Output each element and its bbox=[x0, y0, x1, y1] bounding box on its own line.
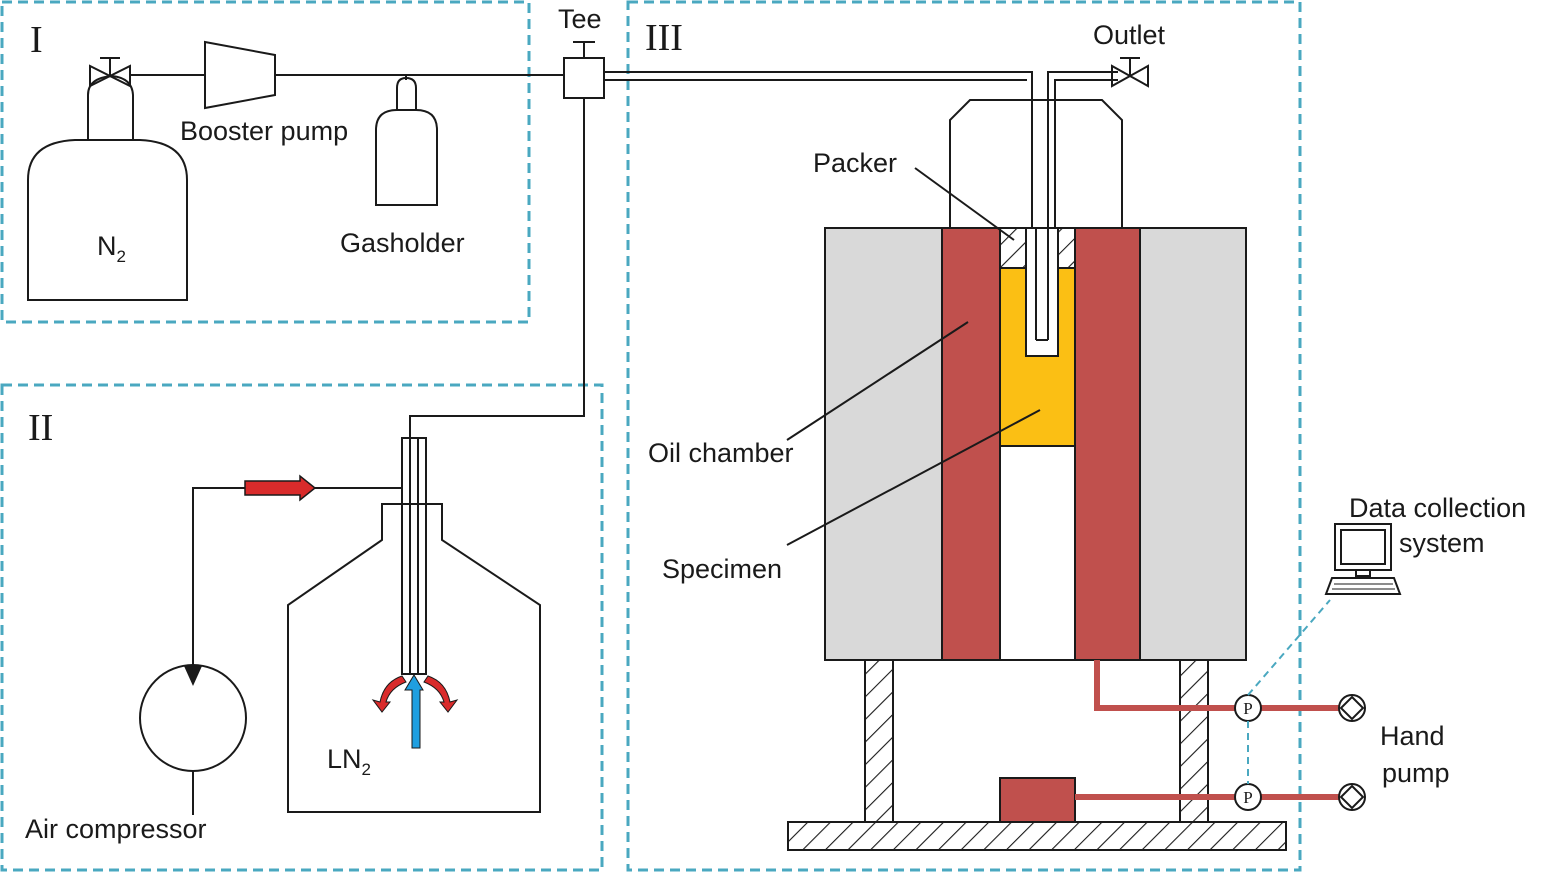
tee-label: Tee bbox=[558, 4, 602, 34]
gas-line-outer bbox=[604, 71, 1033, 248]
pressure-gauge-lower: P bbox=[1234, 783, 1262, 811]
section-ii-label: II bbox=[28, 407, 53, 449]
ln2-dewar bbox=[287, 503, 541, 813]
data-collection-label-line1: Data collection bbox=[1349, 493, 1526, 523]
outlet-line bbox=[1047, 71, 1118, 248]
section-iii-border bbox=[626, 0, 1302, 872]
outlet-label: Outlet bbox=[1093, 20, 1166, 50]
hand-pump-label-line2: pump bbox=[1382, 758, 1450, 788]
borehole bbox=[1025, 227, 1059, 357]
data-link-upper bbox=[1247, 599, 1331, 696]
oil-chamber-left bbox=[941, 227, 1001, 661]
pressure-gauge-upper: P bbox=[1234, 694, 1262, 722]
booster-pump-label: Booster pump bbox=[180, 116, 348, 146]
ln2-label: LN2 bbox=[327, 744, 371, 779]
gasholder-label: Gasholder bbox=[340, 228, 465, 258]
section-i-label: I bbox=[30, 19, 43, 61]
air-line bbox=[192, 487, 402, 666]
oil-chamber-right bbox=[1074, 227, 1141, 661]
steel-frame-left bbox=[824, 227, 943, 661]
oil-chamber-leader-line bbox=[786, 321, 969, 441]
cold-flow-arrow bbox=[404, 674, 424, 749]
hand-pump-lower-icon bbox=[1338, 783, 1366, 811]
data-collection-label-line2: system bbox=[1399, 528, 1485, 558]
pressure-gauge-upper-label: P bbox=[1243, 699, 1252, 718]
outlet-line-inner bbox=[1054, 79, 1118, 248]
gasholder-icon bbox=[375, 75, 438, 206]
air-compressor-label: Air compressor bbox=[25, 814, 207, 844]
booster-pump-icon bbox=[204, 40, 276, 110]
packer-label: Packer bbox=[813, 148, 897, 178]
base-plate bbox=[787, 821, 1287, 851]
n2-valve-icon bbox=[89, 57, 131, 88]
section-i-border bbox=[0, 0, 531, 324]
oil-line-upper bbox=[1094, 660, 1340, 711]
tee-icon bbox=[563, 57, 605, 99]
section-iii-label: III bbox=[645, 17, 683, 59]
ln2-feed-line bbox=[409, 98, 585, 438]
oil-chamber-label: Oil chamber bbox=[648, 438, 794, 468]
ln2-lance-outer bbox=[401, 437, 427, 675]
piston-bore bbox=[999, 445, 1076, 661]
packer-leader-line bbox=[914, 167, 1015, 241]
specimen-label: Specimen bbox=[662, 554, 782, 584]
bottom-piston-chamber bbox=[999, 777, 1076, 823]
n2-label: N2 bbox=[97, 231, 126, 266]
air-compressor-arrow-icon bbox=[184, 666, 202, 686]
section-ii-border bbox=[0, 383, 604, 872]
vessel-cap bbox=[949, 99, 1123, 228]
outlet-valve-icon bbox=[1111, 57, 1149, 88]
return-flow-arrow-right bbox=[423, 675, 459, 713]
hand-pump-upper-icon bbox=[1338, 694, 1366, 722]
pressure-gauge-lower-label: P bbox=[1243, 788, 1252, 807]
n2-cylinder: N2 bbox=[27, 74, 188, 301]
hand-pump-label-line1: Hand bbox=[1380, 721, 1445, 751]
steel-frame-right bbox=[1139, 227, 1247, 661]
return-flow-arrow-left bbox=[371, 675, 407, 713]
computer-icon bbox=[1324, 523, 1402, 595]
support-leg-left bbox=[864, 659, 894, 823]
air-flow-arrow bbox=[244, 474, 317, 502]
specimen-leader-line bbox=[786, 409, 1041, 546]
